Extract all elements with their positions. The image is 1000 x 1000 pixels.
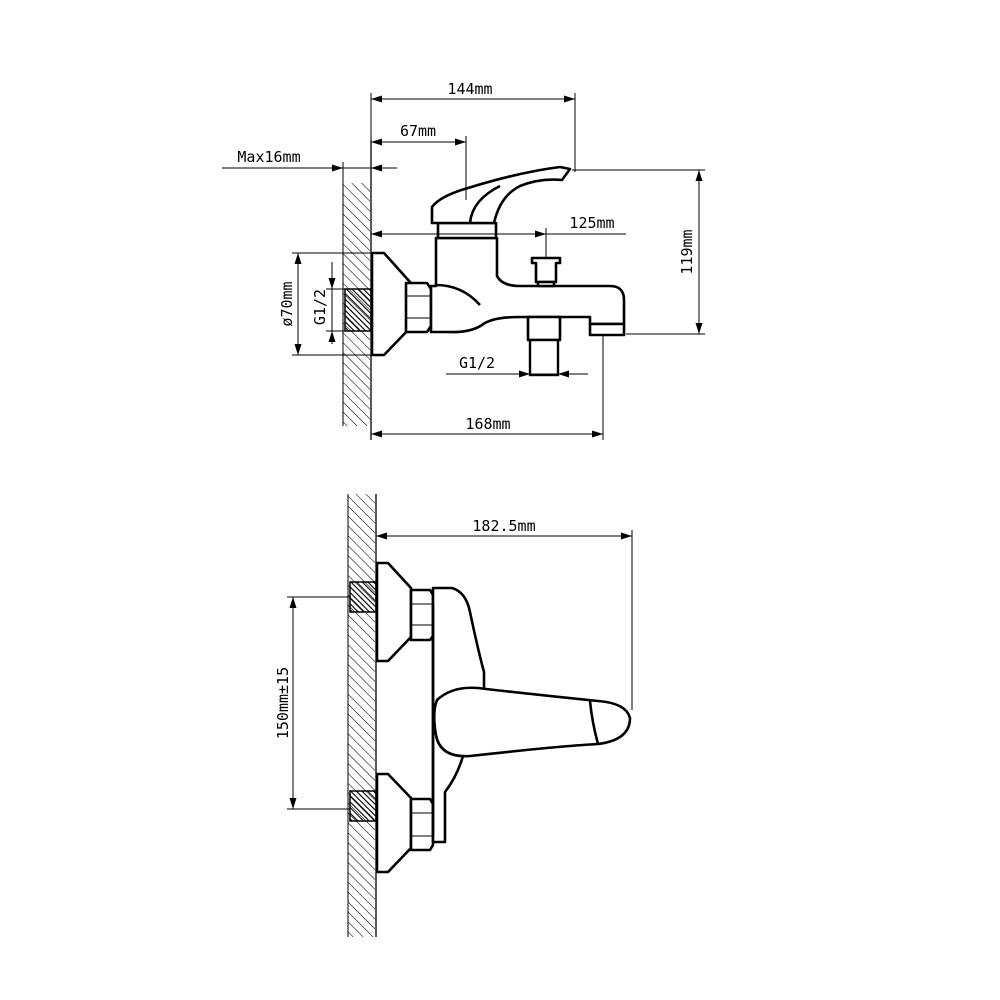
dim-inlet-g12-label: G1/2 — [311, 289, 329, 325]
flange-side — [370, 251, 412, 357]
dim-182-5mm-label: 182.5mm — [472, 517, 535, 535]
dim-182-5mm: 182.5mm — [376, 517, 633, 710]
dim-144mm: 144mm — [370, 80, 576, 172]
dim-67mm: 67mm — [371, 122, 467, 200]
diverter-knob-side — [530, 256, 562, 284]
nut-top-lower — [409, 797, 435, 852]
dim-168mm: 168mm — [371, 335, 604, 440]
nut-side — [404, 281, 433, 334]
flange-top-upper — [375, 561, 413, 663]
dim-max16mm-label: Max16mm — [237, 148, 300, 166]
dim-119mm-label: 119mm — [678, 229, 696, 274]
mixer-body-side — [429, 236, 626, 334]
nut-top-upper — [409, 588, 435, 642]
lever-handle-side — [430, 165, 572, 225]
dim-outlet-g12: G1/2 — [446, 354, 588, 378]
dim-70mm-label: ø70mm — [278, 281, 296, 326]
inlet-thread-top-upper — [349, 581, 377, 613]
wall-top — [348, 494, 375, 937]
inlet-thread-top-lower — [349, 790, 377, 822]
dim-max16mm: Max16mm — [222, 148, 397, 183]
lever-handle-top — [432, 686, 632, 758]
dim-125mm-label: 125mm — [569, 214, 614, 232]
dim-168mm-label: 168mm — [465, 415, 510, 433]
inlet-thread-side — [344, 288, 372, 332]
dim-125mm: 125mm — [371, 214, 626, 258]
dim-outlet-g12-label: G1/2 — [459, 354, 495, 372]
outlet-thread-side — [528, 338, 560, 377]
dim-67mm-label: 67mm — [400, 122, 436, 140]
dim-150mm: 150mm±15 — [274, 596, 350, 810]
dim-70mm: ø70mm — [278, 252, 384, 356]
outlet-stub-side — [526, 315, 562, 342]
flange-top-lower — [375, 772, 413, 874]
dim-119mm: 119mm — [572, 169, 705, 335]
cartridge-side — [436, 221, 498, 240]
dim-150mm-label: 150mm±15 — [274, 667, 292, 739]
side-view: 144mm 67mm Max16mm 125mm — [222, 80, 705, 440]
dim-144mm-label: 144mm — [447, 80, 492, 98]
top-view: 182.5mm 150mm±15 — [274, 494, 633, 937]
dim-inlet-g12: G1/2 — [311, 262, 346, 344]
